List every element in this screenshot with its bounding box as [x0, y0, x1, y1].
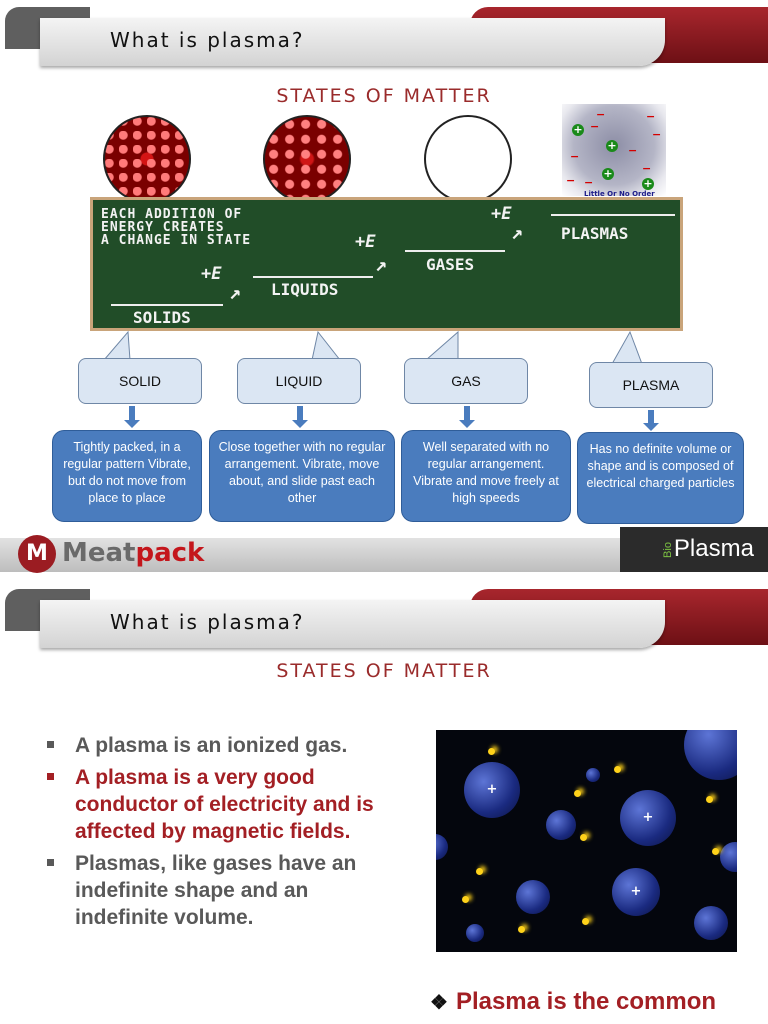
chalkboard-note-line: ENERGY CREATES	[101, 220, 225, 235]
highlight-text-content: Plasma is the common	[455, 988, 717, 1015]
callout-liquid: LIQUID	[237, 358, 361, 404]
logo-text-meat: Meat	[62, 538, 136, 568]
ion-sphere	[516, 880, 550, 914]
ion-sphere	[546, 810, 576, 840]
ion-sphere: +	[612, 868, 660, 916]
chalkboard-note-line: EACH ADDITION OF	[101, 207, 243, 222]
bullet-item: A plasma is a very good conductor of ele…	[47, 764, 407, 845]
step-line-gases	[405, 250, 505, 252]
electron-dot	[614, 766, 621, 773]
slide-title: What is plasma?	[110, 28, 305, 52]
bullet-item: Plasmas, like gases have an indefinite s…	[47, 850, 407, 931]
chalkboard-gases: GASES	[426, 255, 475, 274]
step-line-liquids	[253, 276, 373, 278]
bullet-text: Plasmas, like gases have an indefinite s…	[75, 852, 357, 929]
meatpack-logo: Meatpack	[62, 538, 204, 568]
step-line-solids	[111, 304, 223, 306]
chalkboard-plasmas: PLASMAS	[561, 224, 629, 243]
electron-dot	[706, 796, 713, 803]
down-arrow-icon	[292, 420, 308, 428]
chalkboard-note-line: A CHANGE IN STATE	[101, 233, 252, 248]
bullet-text: A plasma is a very good conductor of ele…	[75, 766, 374, 843]
footer-dark-block	[620, 527, 768, 572]
electron-dot	[488, 748, 495, 755]
callout-tails	[102, 330, 643, 365]
bullet-square-icon	[47, 741, 54, 748]
energy-label: +E	[491, 204, 512, 224]
header-bar	[40, 600, 665, 648]
description-solid: Tightly packed, in a regular pattern Vib…	[52, 430, 202, 522]
slide-states-of-matter-diagram: What is plasma? STATES OF MATTER − − + −…	[0, 7, 768, 573]
down-arrow-icon	[124, 420, 140, 428]
highlight-text: ❖ Plasma is the common	[430, 988, 716, 1016]
header-bar	[40, 18, 665, 66]
down-arrow-icon	[643, 423, 659, 431]
ion-sphere	[436, 834, 448, 860]
ion-sphere	[720, 842, 737, 872]
diamond-bullet-icon: ❖	[430, 992, 448, 1014]
description-gas: Well separated with no regular arrangeme…	[401, 430, 571, 522]
description-plasma: Has no definite volume or shape and is c…	[577, 432, 744, 524]
chalkboard-liquids: LIQUIDS	[271, 280, 339, 299]
ion-sphere: +	[464, 762, 520, 818]
plasma-ions-image: + + +	[436, 730, 737, 952]
down-arrow-icon	[648, 410, 654, 426]
ion-sphere	[694, 906, 728, 940]
callout-plasma: PLASMA	[589, 362, 713, 408]
arrow-icon: ↗	[511, 220, 524, 244]
bullet-square-icon	[47, 859, 54, 866]
down-arrow-icon	[129, 406, 135, 422]
bioplasma-name: Plasma	[673, 535, 754, 562]
bullet-square-icon	[47, 773, 54, 780]
down-arrow-icon	[459, 420, 475, 428]
chalkboard-note: EACH ADDITION OF ENERGY CREATES A CHANGE…	[101, 208, 251, 247]
chalkboard: EACH ADDITION OF ENERGY CREATES A CHANGE…	[90, 197, 683, 331]
plasma-image-caption: Little Or No Order	[584, 190, 655, 198]
energy-label: +E	[355, 232, 376, 252]
step-line-plasmas	[551, 214, 675, 216]
logo-text-pack: pack	[135, 538, 205, 568]
chalkboard-solids: SOLIDS	[133, 308, 191, 327]
arrow-icon: ↗	[375, 252, 388, 276]
down-arrow-icon	[464, 406, 470, 422]
bullet-list: A plasma is an ionized gas. A plasma is …	[47, 732, 407, 936]
slide-subtitle: STATES OF MATTER	[276, 85, 492, 107]
electron-dot	[582, 918, 589, 925]
description-liquid: Close together with no regular arrangeme…	[209, 430, 395, 522]
electron-dot	[518, 926, 525, 933]
slide-title: What is plasma?	[110, 610, 305, 634]
electron-dot	[580, 834, 587, 841]
slide-plasma-properties: What is plasma? STATES OF MATTER A plasm…	[0, 582, 768, 1024]
ion-sphere	[466, 924, 484, 942]
electron-dot	[462, 896, 469, 903]
bullet-text: A plasma is an ionized gas.	[75, 734, 348, 757]
ion-sphere	[586, 768, 600, 782]
electron-dot	[574, 790, 581, 797]
bullet-item: A plasma is an ionized gas.	[47, 732, 407, 759]
down-arrow-icon	[297, 406, 303, 422]
plasma-particles-image: − − + − − + − − + − − − +	[562, 104, 666, 196]
meatpack-logo-icon: M	[18, 535, 56, 573]
ion-sphere	[684, 730, 737, 780]
arrow-icon: ↗	[229, 280, 242, 304]
energy-label: +E	[201, 264, 222, 284]
electron-dot	[476, 868, 483, 875]
callout-gas: GAS	[404, 358, 528, 404]
electron-dot	[712, 848, 719, 855]
ion-sphere: +	[620, 790, 676, 846]
bioplasma-prefix: Bio	[661, 541, 674, 558]
bioplasma-logo: BioPlasma	[660, 535, 754, 563]
callout-solid: SOLID	[78, 358, 202, 404]
slide-subtitle: STATES OF MATTER	[276, 660, 492, 682]
